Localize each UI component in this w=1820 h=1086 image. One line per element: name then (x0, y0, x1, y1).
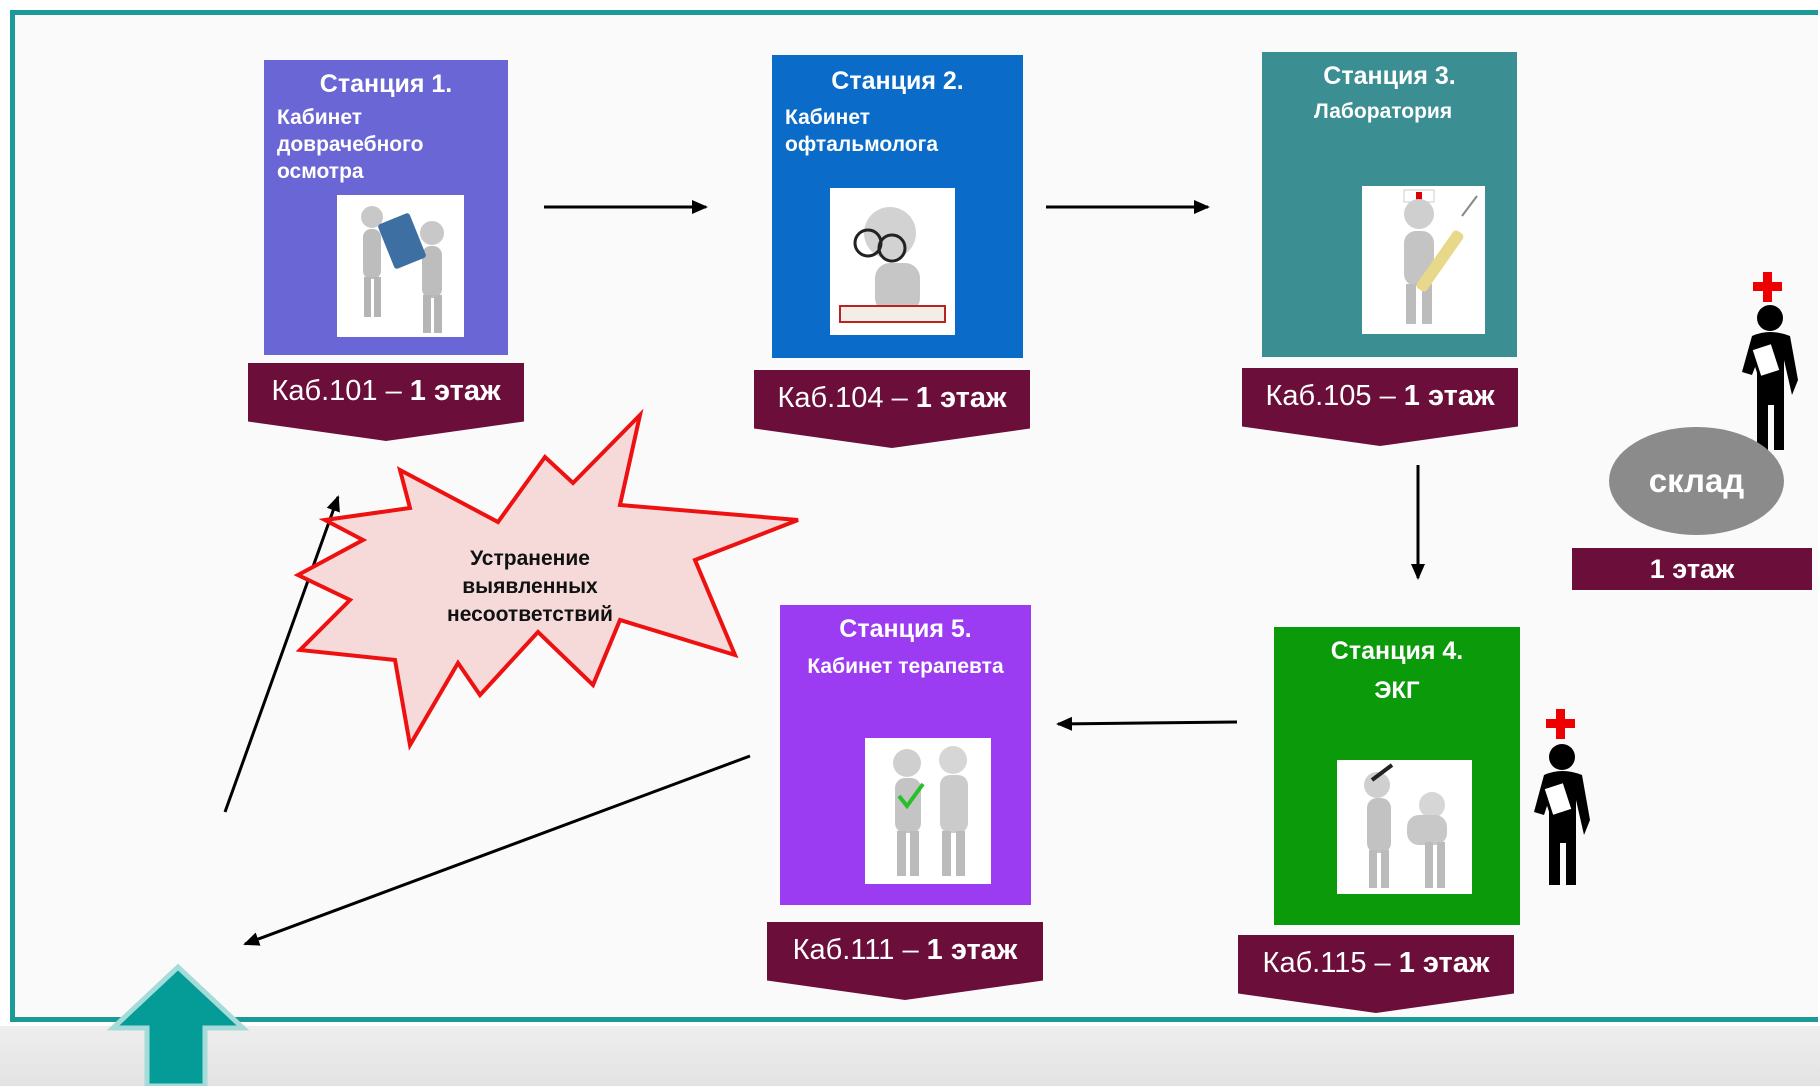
station-1-floor: 1 этаж (409, 375, 501, 407)
station-4-card: Станция 4. ЭКГ (1274, 627, 1520, 925)
station-4-title: Станция 4. (1330, 637, 1464, 665)
station-2-card: Станция 2. Кабинет офтальмолога (772, 55, 1023, 358)
station-4-floor: 1 этаж (1398, 947, 1490, 979)
station-1-room-label: Каб.101 – 1 этаж (248, 363, 524, 441)
doctor-and-patient-icon (865, 738, 991, 884)
station-5-room-label: Каб.111 – 1 этаж (767, 922, 1043, 1000)
station-4-subtitle: ЭКГ (1374, 677, 1420, 704)
arrow-station5-to-exit (243, 754, 751, 946)
doctor-examining-patient-icon (1337, 760, 1472, 894)
station-3-room-label: Каб.105 – 1 этаж (1242, 368, 1518, 446)
storage-ellipse: склад (1609, 427, 1784, 535)
station-3-subtitle: Лаборатория (1314, 100, 1453, 123)
station-1-subtitle: Кабинет доврачебного осмотра (277, 106, 424, 183)
callout-text: Устранение выявленных несоответствий (447, 547, 613, 626)
station-5-card: Станция 5. Кабинет терапевта (780, 605, 1031, 905)
station-3-floor: 1 этаж (1403, 380, 1495, 412)
up-arrow-icon (106, 963, 250, 1086)
station-1-title: Станция 1. (319, 70, 453, 98)
station-3-room: Каб.105 – (1265, 380, 1396, 412)
nurse-with-syringe-icon (1362, 186, 1485, 334)
station-2-floor: 1 этаж (915, 382, 1007, 414)
station-2-title: Станция 2. (831, 67, 964, 95)
station-3-title: Станция 3. (1323, 62, 1456, 90)
callout-burst (293, 408, 799, 751)
two-figures-tablet-icon (337, 195, 464, 337)
medic-cross-figure-icon (1742, 272, 1798, 450)
station-4-room-label: Каб.115 – 1 этаж (1238, 935, 1514, 1013)
station-2-room-label: Каб.104 – 1 этаж (754, 370, 1030, 448)
station-4-room: Каб.115 – (1262, 947, 1391, 979)
station-2-subtitle: Кабинет офтальмолога (785, 106, 939, 156)
station-3-card: Станция 3. Лаборатория (1262, 52, 1517, 357)
storage-floor-label: 1 этаж (1572, 548, 1812, 590)
station-1-room: Каб.101 – (271, 375, 402, 407)
station-5-floor: 1 этаж (926, 934, 1018, 966)
station-5-subtitle: Кабинет терапевта (807, 655, 1004, 678)
medic-cross-figure-icon (1534, 709, 1590, 885)
station-5-room: Каб.111 – (792, 934, 919, 966)
figure-with-glasses-reading-icon (830, 188, 955, 335)
arrow-station4-to-station5 (1056, 716, 1238, 731)
station-2-room: Каб.104 – (777, 382, 908, 414)
station-1-card: Станция 1. Кабинет доврачебного осмотра (264, 60, 508, 355)
station-5-title: Станция 5. (839, 615, 972, 643)
bottom-band (0, 1026, 1820, 1086)
arrow-return-to-station1 (223, 495, 340, 813)
